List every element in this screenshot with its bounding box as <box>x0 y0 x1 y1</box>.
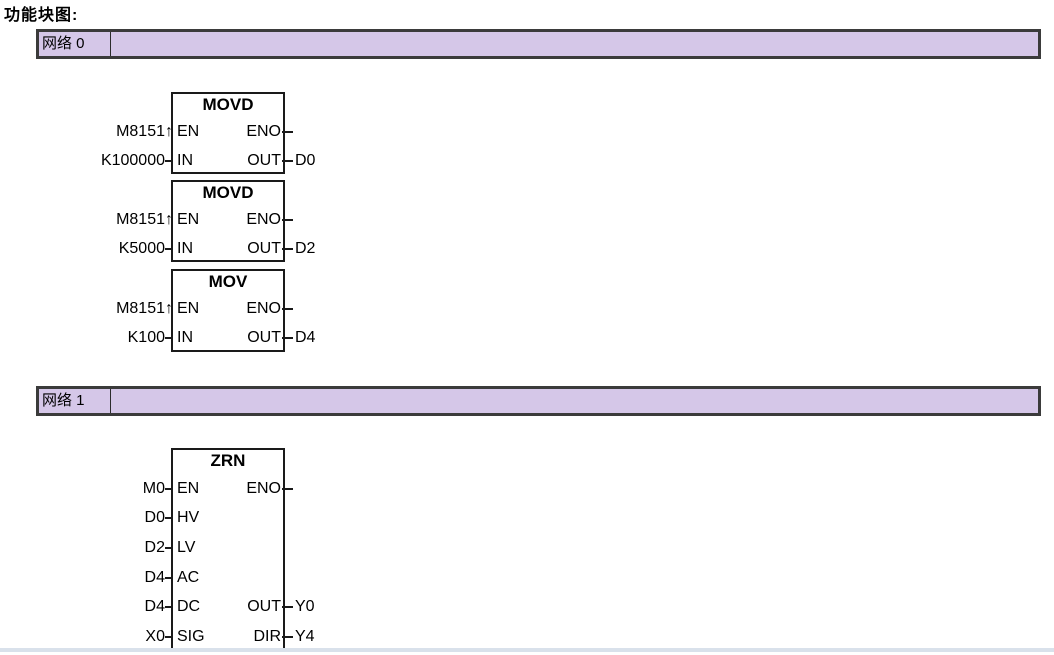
pin-label: ENO <box>246 211 281 228</box>
pin-label: EN <box>177 123 200 140</box>
bottom-divider <box>0 648 1054 652</box>
pin-label: IN <box>177 329 193 346</box>
operand-label: D0 <box>295 152 316 169</box>
pin-label: SIG <box>177 628 205 645</box>
connector-line <box>165 636 173 638</box>
network-header-0[interactable]: 网络 0 <box>36 29 1041 59</box>
operand-label: D2 <box>144 539 165 556</box>
connector-line <box>282 636 293 638</box>
network-header-1[interactable]: 网络 1 <box>36 386 1041 416</box>
pin-label: ENO <box>246 123 281 140</box>
pin-label: OUT <box>247 598 281 615</box>
function-block-mov[interactable]: MOV M8151↑ EN K100 IN ENO OUT D4 <box>40 269 350 352</box>
connector-line <box>165 160 173 162</box>
pin-label: ENO <box>246 300 281 317</box>
operand-label: K5000 <box>118 240 165 257</box>
connector-line <box>165 488 173 490</box>
input-row: X0 <box>40 627 173 647</box>
input-row: D4 <box>40 597 173 617</box>
block-title: MOVD <box>202 95 254 114</box>
pin-label: OUT <box>247 152 281 169</box>
input-row: K5000 <box>40 239 173 259</box>
connector-line <box>165 577 173 579</box>
operand-label: Y0 <box>295 598 315 615</box>
input-row: K100 <box>40 328 173 348</box>
connector-line <box>165 248 173 250</box>
operand-label: M8151↑ <box>116 211 173 228</box>
connector-line <box>282 488 293 490</box>
function-block-movd-1[interactable]: MOVD M8151↑ EN K100000 IN ENO OUT D0 <box>40 92 350 174</box>
pin-label: DIR <box>253 628 281 645</box>
connector-line <box>282 219 293 221</box>
input-row: D4 <box>40 568 173 588</box>
input-row: D2 <box>40 538 173 558</box>
input-row: M0 <box>40 479 173 499</box>
pin-label: DC <box>177 598 201 615</box>
connector-line <box>282 160 293 162</box>
block-title: MOVD <box>202 183 254 202</box>
connector-line <box>165 517 173 519</box>
operand-label: D4 <box>295 329 316 346</box>
pin-label: EN <box>177 300 200 317</box>
connector-line <box>282 248 293 250</box>
operand-label: M8151↑ <box>116 123 173 140</box>
connector-line <box>282 337 293 339</box>
pin-label: LV <box>177 539 196 556</box>
block-outline[interactable]: MOVD <box>171 92 285 174</box>
block-outline[interactable]: MOVD <box>171 180 285 262</box>
operand-label: D0 <box>144 509 165 526</box>
connector-line <box>165 547 173 549</box>
network-label-0[interactable]: 网络 0 <box>39 32 111 56</box>
pin-label: EN <box>177 480 200 497</box>
operand-label: K100 <box>127 329 165 346</box>
connector-line <box>282 308 293 310</box>
connector-line <box>165 337 173 339</box>
pin-label: IN <box>177 152 193 169</box>
pin-label: AC <box>177 569 200 586</box>
block-title: MOV <box>208 272 248 291</box>
operand-label: D4 <box>144 598 165 615</box>
block-title: ZRN <box>210 451 246 470</box>
operand-label: Y4 <box>295 628 315 645</box>
function-block-zrn[interactable]: ZRN M0 EN D0 HV D2 LV D4 AC D4 DC X0 <box>40 448 350 651</box>
operand-label: M0 <box>142 480 165 497</box>
pin-label: ENO <box>246 480 281 497</box>
operand-label: D4 <box>144 569 165 586</box>
block-outline[interactable]: MOV <box>171 269 285 352</box>
input-row: M8151↑ <box>40 210 173 230</box>
connector-line <box>165 606 173 608</box>
pin-label: OUT <box>247 329 281 346</box>
operand-label: K100000 <box>100 152 165 169</box>
input-row: M8151↑ <box>40 299 173 319</box>
pin-label: OUT <box>247 240 281 257</box>
pin-label: HV <box>177 509 200 526</box>
input-row: D0 <box>40 508 173 528</box>
page-title: 功能块图: <box>4 7 79 24</box>
pin-label: EN <box>177 211 200 228</box>
connector-line <box>282 131 293 133</box>
connector-line <box>282 606 293 608</box>
network-label-1[interactable]: 网络 1 <box>39 389 111 413</box>
operand-label: D2 <box>295 240 316 257</box>
operand-label: M8151↑ <box>116 300 173 317</box>
function-block-movd-2[interactable]: MOVD M8151↑ EN K5000 IN ENO OUT D2 <box>40 180 350 262</box>
input-row: M8151↑ <box>40 122 173 142</box>
block-outline[interactable]: ZRN <box>171 448 285 651</box>
input-row: K100000 <box>40 151 173 171</box>
operand-label: X0 <box>145 628 165 645</box>
pin-label: IN <box>177 240 193 257</box>
